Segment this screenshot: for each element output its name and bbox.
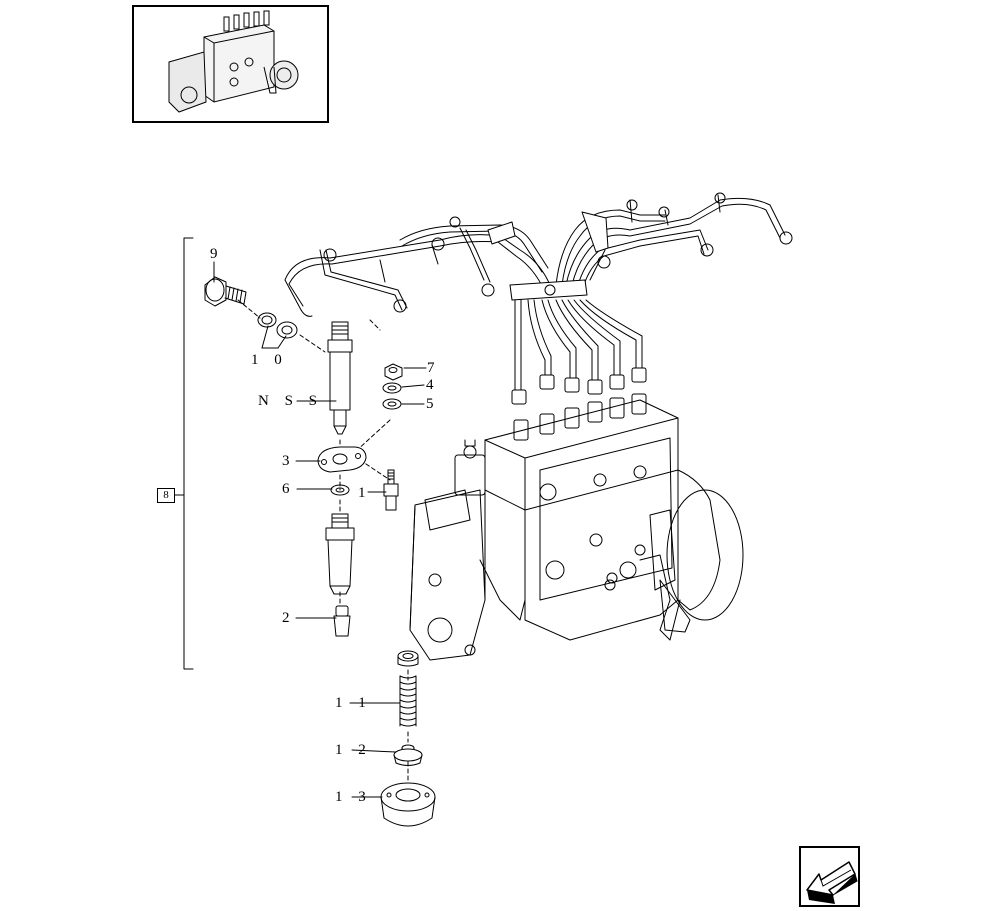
injection-pump-thumbnail-icon: [168, 10, 299, 113]
washer-6: [330, 484, 350, 496]
spring-seat-12: [393, 744, 423, 766]
callout-12: 1 2: [335, 742, 372, 758]
arrow-back-icon: [806, 861, 858, 904]
injection-pump-body: [409, 393, 744, 661]
group-reference-box: 8: [157, 488, 175, 503]
callout-10: 1 0: [251, 352, 288, 368]
callout-4: 4: [426, 377, 440, 393]
fitting-nss: [327, 321, 353, 435]
callout-6: 6: [282, 481, 296, 497]
callout-3: 3: [282, 453, 296, 469]
banjo-bolt-9: [204, 276, 247, 307]
callout-2: 2: [282, 610, 296, 626]
clamp-plate-3: [317, 446, 367, 473]
stud-1: [383, 469, 399, 511]
thumbnail-view: [132, 5, 329, 123]
leader-lines: [213, 261, 427, 798]
back-navigation-button[interactable]: [799, 846, 860, 907]
fuel-lines: [284, 192, 793, 405]
group-bracket: [183, 237, 194, 670]
callout-9: 9: [210, 246, 224, 262]
callout-13: 1 3: [335, 789, 372, 805]
washer-5: [382, 398, 402, 410]
spring-11: [397, 650, 419, 727]
washer-4: [382, 382, 402, 394]
callout-11: 1 1: [335, 695, 372, 711]
cup-13: [380, 782, 436, 827]
plunger-2: [333, 605, 351, 637]
nut-7: [384, 363, 403, 381]
callout-7: 7: [427, 360, 441, 376]
callout-5: 5: [426, 396, 440, 412]
callout-1: 1: [358, 485, 372, 501]
injector-body: [325, 513, 355, 595]
callout-nss: N S S: [258, 393, 324, 409]
washer-10: [257, 312, 298, 339]
